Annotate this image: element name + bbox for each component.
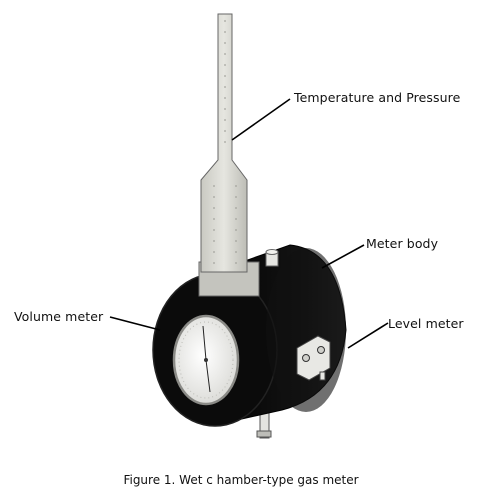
temperature-pressure-column [198,13,260,297]
level-meter-label: Level meter [388,316,464,331]
leader-temperature-pressure [231,98,291,141]
leader-volume-meter [109,316,161,331]
leader-lines [109,98,389,349]
volume-meter-label: Volume meter [14,309,104,324]
volume-meter-dial [172,314,240,406]
meter-body [152,244,347,427]
meter-body-label: Meter body [366,236,439,251]
temperature-pressure-label: Temperature and Pressure [294,90,461,105]
leader-level-meter [347,322,389,349]
level-meter-fitting [296,335,331,381]
leader-meter-body [321,244,365,269]
top-cap [265,249,279,267]
figure-caption: Figure 1. Wet c hamber-type gas meter [123,473,359,487]
